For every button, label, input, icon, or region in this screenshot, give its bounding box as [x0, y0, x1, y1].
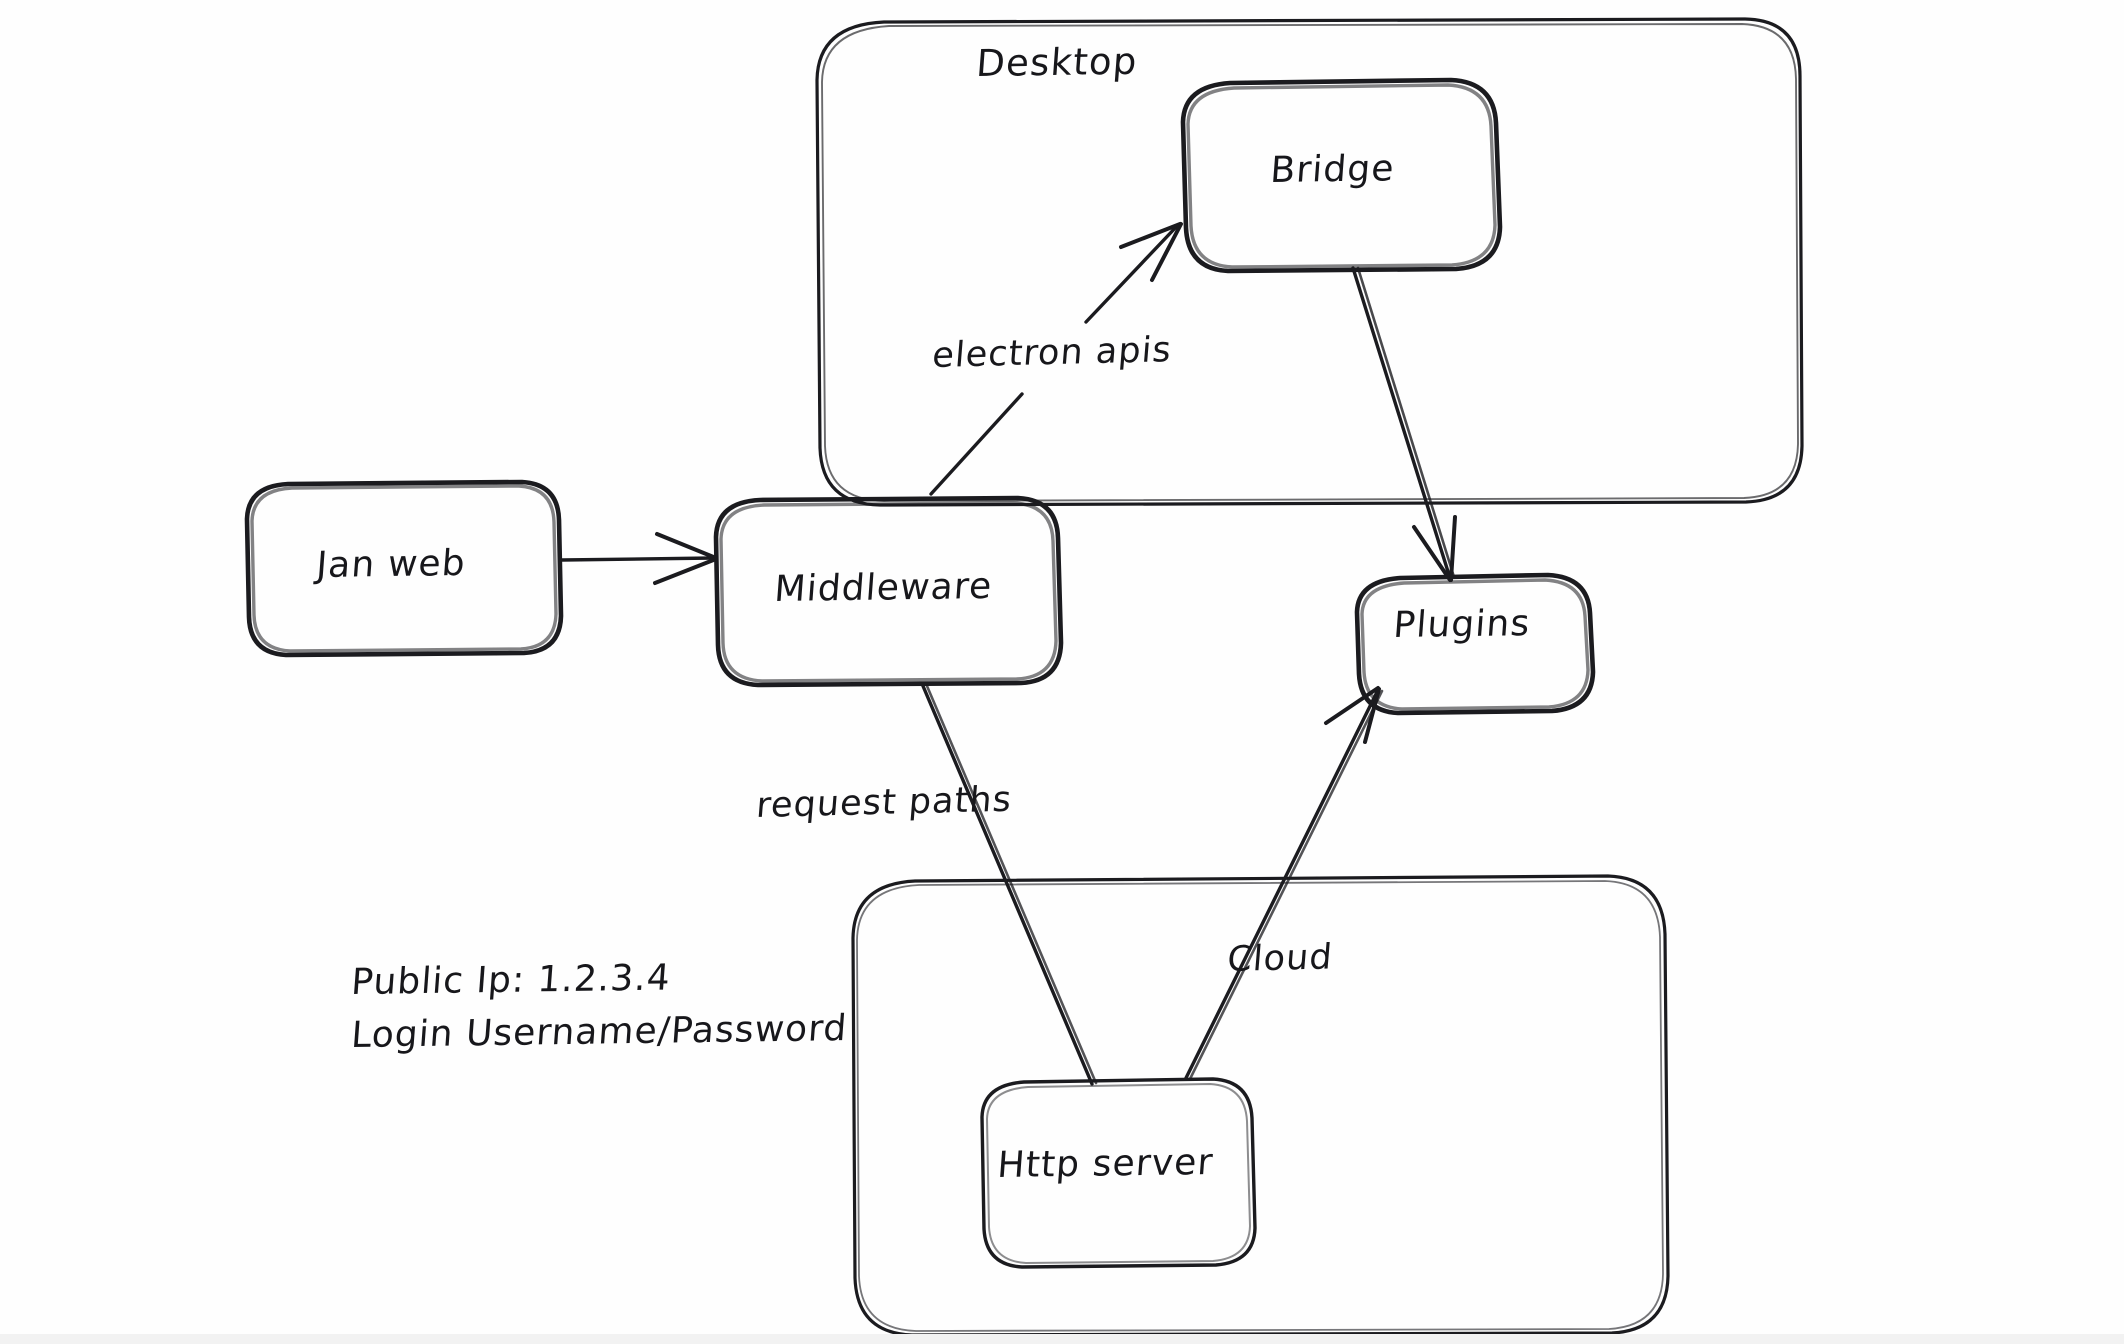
edge-middleware-to-http-server [921, 684, 1098, 1086]
group-desktop-shape [815, 17, 1804, 507]
edge-http-server-to-plugins [1184, 686, 1384, 1081]
edge-label-cloud: Cloud [1225, 937, 1335, 980]
edge-jan-web-to-middleware [560, 532, 718, 585]
node-plugins-shape[interactable] [1354, 572, 1596, 716]
edge-label-electron-apis: electron apis [930, 330, 1174, 376]
node-label-jan-web: Jan web [314, 542, 468, 586]
node-middleware-shape[interactable] [713, 495, 1064, 688]
node-label-middleware: Middleware [772, 565, 994, 610]
node-label-http-server: Http server [995, 1141, 1215, 1186]
canvas-bottom-edge [0, 1334, 2124, 1344]
node-label-bridge: Bridge [1268, 148, 1397, 191]
note-public-ip: Public Ip: 1.2.3.4 [349, 957, 673, 1003]
edge-middleware-to-bridge [929, 222, 1183, 496]
node-jan-web-shape[interactable] [244, 479, 564, 658]
node-bridge-shape[interactable] [1180, 77, 1503, 274]
edge-label-request-paths: request paths [754, 779, 1014, 826]
note-login-credentials: Login Username/Password [349, 1008, 849, 1056]
node-http-server-shape[interactable] [980, 1077, 1257, 1269]
edge-bridge-to-plugins [1351, 266, 1457, 582]
node-label-plugins: Plugins [1391, 603, 1532, 646]
group-label-desktop: Desktop [974, 39, 1140, 85]
